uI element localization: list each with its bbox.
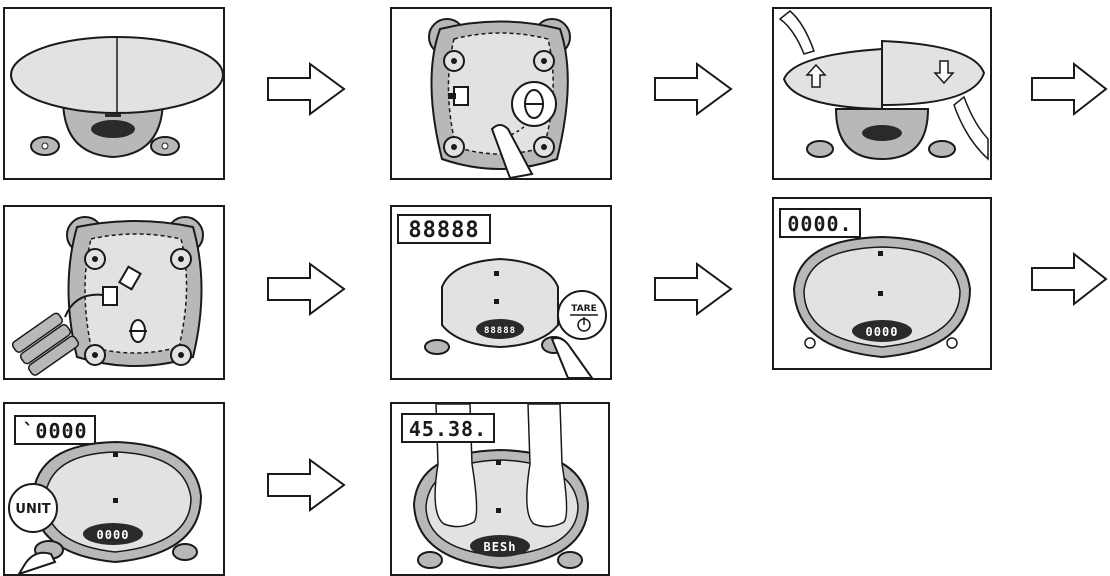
right-arrow-icon	[266, 262, 346, 317]
scale-lcd-weight: BESh	[484, 540, 517, 554]
step-7-unit-button: `0000 0000 UNIT	[3, 402, 225, 576]
right-arrow-icon	[266, 62, 346, 117]
display-zero: 0000.	[787, 212, 852, 236]
right-arrow-icon	[1030, 252, 1108, 307]
scale-lcd-small: 88888	[484, 326, 516, 336]
scale-lcd-unit: 0000	[97, 528, 130, 542]
right-arrow-icon	[653, 62, 733, 117]
step-3-lift-platform	[772, 7, 992, 180]
right-arrow-icon	[1030, 62, 1108, 117]
display-unit-zero: `0000	[22, 419, 87, 443]
step-2-open-battery-cover	[390, 7, 612, 180]
step-4-insert-batteries	[3, 205, 225, 380]
step-8-weigh: 45.38. BESh	[390, 402, 610, 576]
display-weight: 45.38.	[409, 417, 487, 441]
step-1-scale-side-view	[3, 7, 225, 180]
scale-lcd-zero: 0000	[866, 325, 899, 339]
down-arrow-icon	[933, 60, 955, 85]
display-all-segments: 88888	[408, 218, 479, 243]
step-5-power-on-tare: 88888 88888 TARE	[390, 205, 612, 380]
tare-label: TARE	[571, 304, 596, 314]
right-arrow-icon	[266, 458, 346, 513]
unit-label: UNIT	[15, 502, 50, 517]
right-arrow-icon	[653, 262, 733, 317]
step-6-zero-display: 0000. 0000	[772, 197, 992, 370]
up-arrow-icon	[805, 63, 827, 88]
